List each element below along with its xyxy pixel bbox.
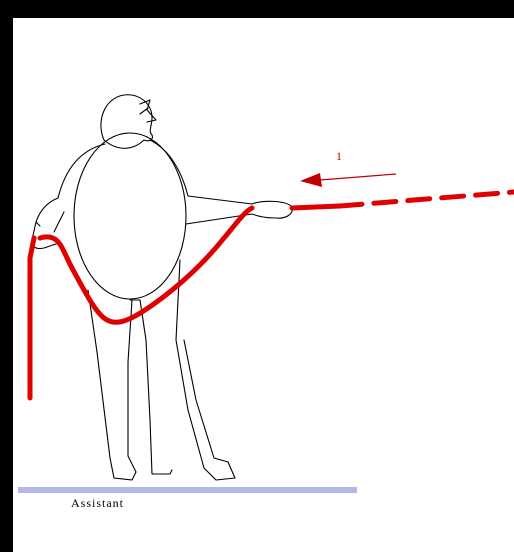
arrow-head bbox=[300, 173, 322, 187]
diagram-canvas bbox=[13, 18, 514, 552]
rope-hand-segment bbox=[289, 203, 343, 211]
assistant-figure bbox=[31, 94, 293, 481]
figure-caption: Assistant bbox=[71, 496, 125, 510]
rope bbox=[27, 189, 514, 401]
right-arm bbox=[185, 195, 293, 225]
rope-loop bbox=[37, 205, 255, 325]
rope-hanging-end bbox=[27, 235, 37, 401]
right-shoulder bbox=[149, 139, 189, 197]
step-number-label: 1 bbox=[336, 149, 342, 163]
rope-dashed-extension bbox=[337, 189, 514, 209]
left-shoulder bbox=[57, 143, 106, 199]
left-leg bbox=[87, 289, 137, 481]
head bbox=[100, 94, 153, 149]
ear bbox=[139, 99, 157, 123]
direction-arrow bbox=[300, 173, 397, 187]
right-leg bbox=[175, 259, 236, 481]
belly bbox=[73, 132, 187, 300]
ground-line bbox=[18, 487, 357, 493]
